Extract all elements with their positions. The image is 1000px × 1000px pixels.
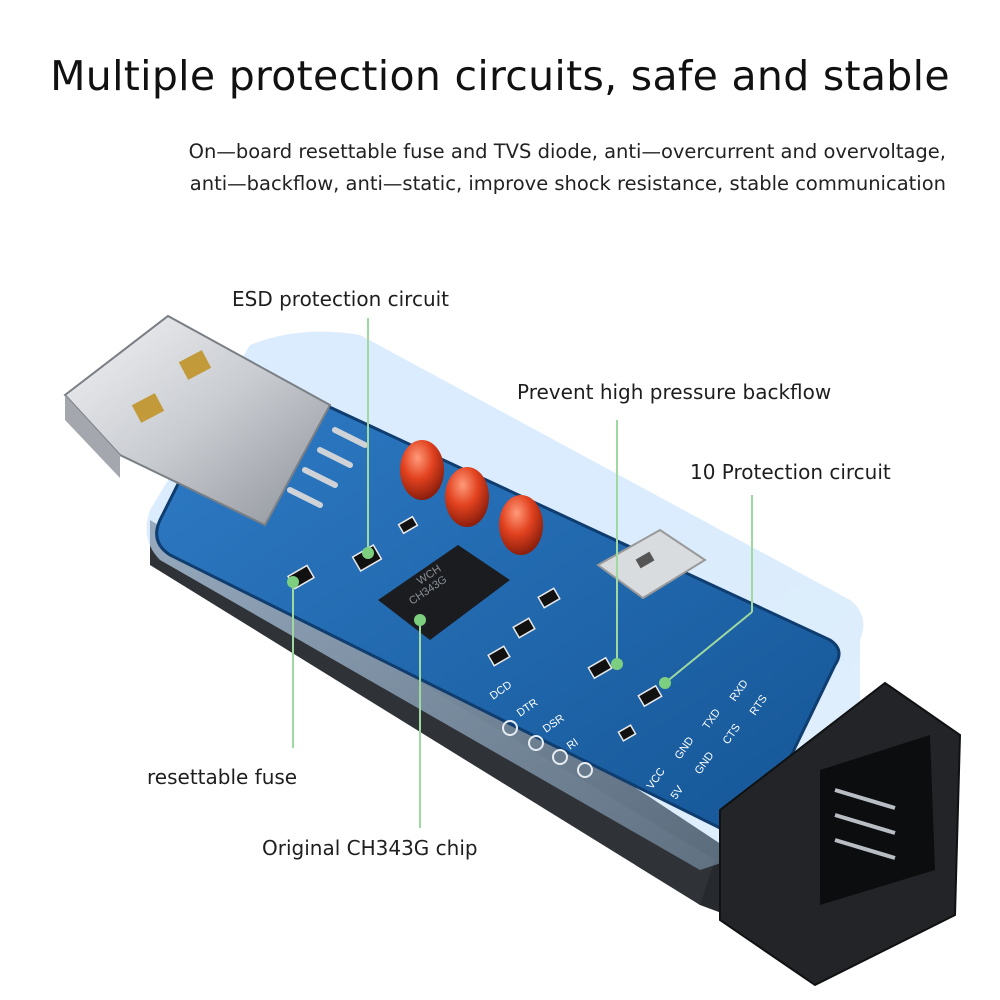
slide-switch (596, 528, 707, 600)
callout-backflow: Prevent high pressure backflow (517, 380, 832, 404)
subtitle-line-1: On—board resettable fuse and TVS diode, … (188, 140, 946, 163)
page-title: Multiple protection circuits, safe and s… (50, 52, 950, 100)
leader-dot-esd (362, 547, 374, 559)
leader-lines (292, 318, 753, 828)
leader-dot-chip (414, 614, 426, 626)
leader-dot-backflow (611, 658, 623, 670)
callout-chip: Original CH343G chip (262, 836, 478, 860)
leader-dot-io (659, 677, 671, 689)
usb-plug (63, 314, 368, 527)
callout-esd: ESD protection circuit (232, 287, 450, 311)
status-leds (400, 440, 543, 555)
leader-dot-fuse (287, 576, 299, 588)
callout-io-protection: 10 Protection circuit (690, 460, 891, 484)
subtitle-line-2: anti—backflow, anti—static, improve shoc… (189, 172, 946, 195)
idc-connector (719, 681, 962, 987)
pin-pads (502, 720, 593, 778)
callout-fuse: resettable fuse (147, 765, 298, 789)
leader-io-diagonal (664, 611, 753, 684)
leader-dots (287, 547, 671, 689)
